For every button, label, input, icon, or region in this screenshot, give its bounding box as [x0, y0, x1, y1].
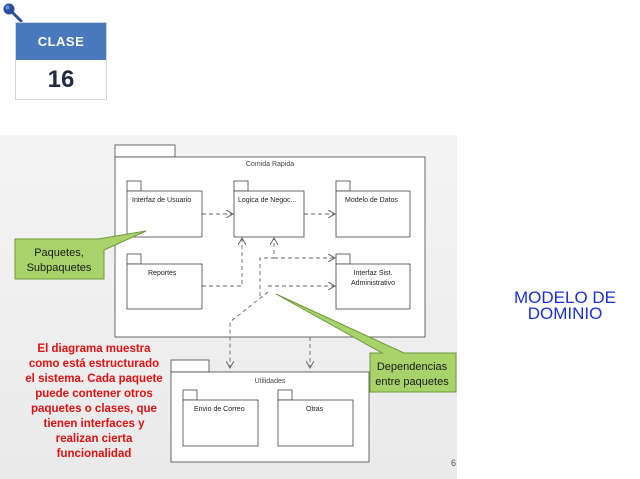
arrow-admin-to-logic [259, 238, 274, 296]
class-badge: CLASE 16 [15, 22, 107, 100]
package-logica-negocio-label: Logica de Negoc... [238, 197, 296, 204]
description-line: El diagrama muestra [37, 343, 151, 355]
callout-paquetes-line2: Subpaquetes [27, 262, 92, 274]
package-otras-label: Otras [306, 406, 324, 413]
package-modelo-datos: Modelo de Datos [335, 180, 411, 238]
description-line: funcionalidad [56, 448, 132, 460]
description-line: paquetes o clases, que [31, 403, 157, 415]
callout-dependencias-line1: Dependencias [377, 361, 448, 373]
description-line: puede contener otros [35, 388, 153, 400]
package-comida-rapida-label: Comida Rapida [246, 161, 294, 168]
callout-dependencias-line2: entre paquetes [375, 376, 449, 388]
package-interfaz-usuario: Interfaz de Usuario [126, 180, 203, 238]
package-utilidades-label: Utilidades [255, 378, 286, 385]
slide-title-line2: DOMINIO [527, 304, 603, 323]
description-line: como está estructurado [28, 358, 160, 370]
package-modelo-datos-label: Modelo de Datos [345, 197, 398, 204]
package-reportes-label: Reportes [148, 270, 177, 277]
package-envio-correo: Envio de Correo [182, 389, 259, 447]
callout-paquetes: Paquetes, Subpaquetes [14, 230, 147, 280]
page-number: 6 [451, 458, 457, 468]
slide-title-line1: MODELO DE [513, 288, 617, 307]
package-interfaz-administrativo-label-1: Interfaz Sist. [354, 270, 393, 277]
class-badge-number: 16 [47, 65, 75, 93]
package-interfaz-administrativo-label-2: Administrativo [351, 280, 395, 287]
class-badge-label: CLASE [16, 23, 106, 60]
package-reportes: Reportes [126, 253, 203, 310]
description-line: realizan cierta [55, 433, 133, 445]
package-logica-negocio: Logica de Negoc... [233, 180, 305, 238]
description-line: tienen interfaces y [43, 418, 145, 430]
arrow-reports-to-logic [202, 238, 242, 287]
arrow-to-mail [230, 291, 269, 368]
package-interfaz-administrativo: Interfaz Sist. Administrativo [335, 253, 411, 310]
callout-paquetes-line1: Paquetes, [34, 247, 84, 259]
diagram-description: El diagrama muestra como está estructura… [14, 342, 174, 462]
package-envio-correo-label: Envio de Correo [194, 406, 245, 413]
pushpin-icon [3, 3, 23, 23]
package-interfaz-usuario-label: Interfaz de Usuario [132, 197, 191, 204]
package-otras: Otras [277, 389, 354, 447]
callout-dependencias: Dependencias entre paquetes [275, 293, 457, 393]
description-line: el sistema. Cada paquete [25, 373, 163, 385]
dependency-arrows [202, 214, 335, 368]
slide-title: MODELO DE DOMINIO [490, 288, 640, 323]
